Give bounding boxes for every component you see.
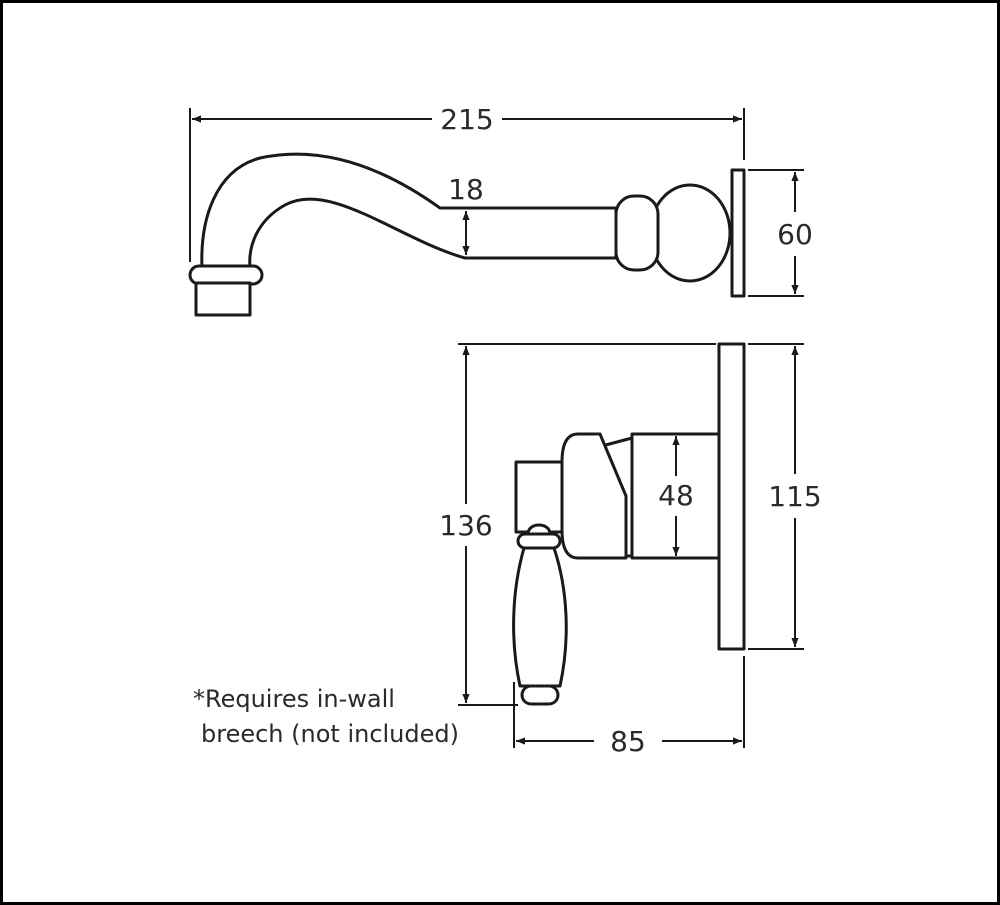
spout-nozzle-ring (188, 264, 264, 286)
dim-mixer-depth: 85 (513, 656, 745, 758)
spout-ball-joint (648, 183, 732, 283)
spout-collar (614, 194, 660, 272)
spout-body (200, 152, 618, 270)
dim-label-215: 215 (440, 103, 493, 136)
mixer-wall-plate (717, 342, 746, 651)
installation-note: *Requires in-wall breech (not included) (193, 685, 459, 748)
dim-mixer-body: 48 (658, 436, 694, 556)
dim-mixer-height: 136 (439, 343, 716, 706)
dim-label-136: 136 (439, 509, 492, 542)
dim-label-85: 85 (610, 725, 646, 758)
dim-spout-flange: 60 (748, 169, 813, 297)
dim-label-60: 60 (777, 218, 813, 251)
dim-spout-length: 215 (189, 103, 745, 262)
mixer-lever-top (526, 523, 552, 536)
dim-label-48: 48 (658, 479, 694, 512)
mixer-outline (512, 342, 746, 706)
spout-wall-flange (730, 168, 746, 298)
note-line-1: *Requires in-wall (193, 685, 395, 713)
dim-label-115: 115 (768, 480, 821, 513)
mixer-lever-tip (520, 684, 560, 706)
spout-outline (188, 152, 746, 317)
spout-nozzle-outlet (194, 281, 252, 317)
dim-spout-pipe: 18 (448, 173, 484, 255)
note-line-2: breech (not included) (201, 720, 459, 748)
mixer-lever-handle (512, 546, 568, 688)
dim-label-18: 18 (448, 173, 484, 206)
mixer-lever-hub (514, 460, 564, 534)
mixer-lever-ring (516, 532, 562, 550)
dim-mixer-plate: 115 (748, 343, 822, 650)
